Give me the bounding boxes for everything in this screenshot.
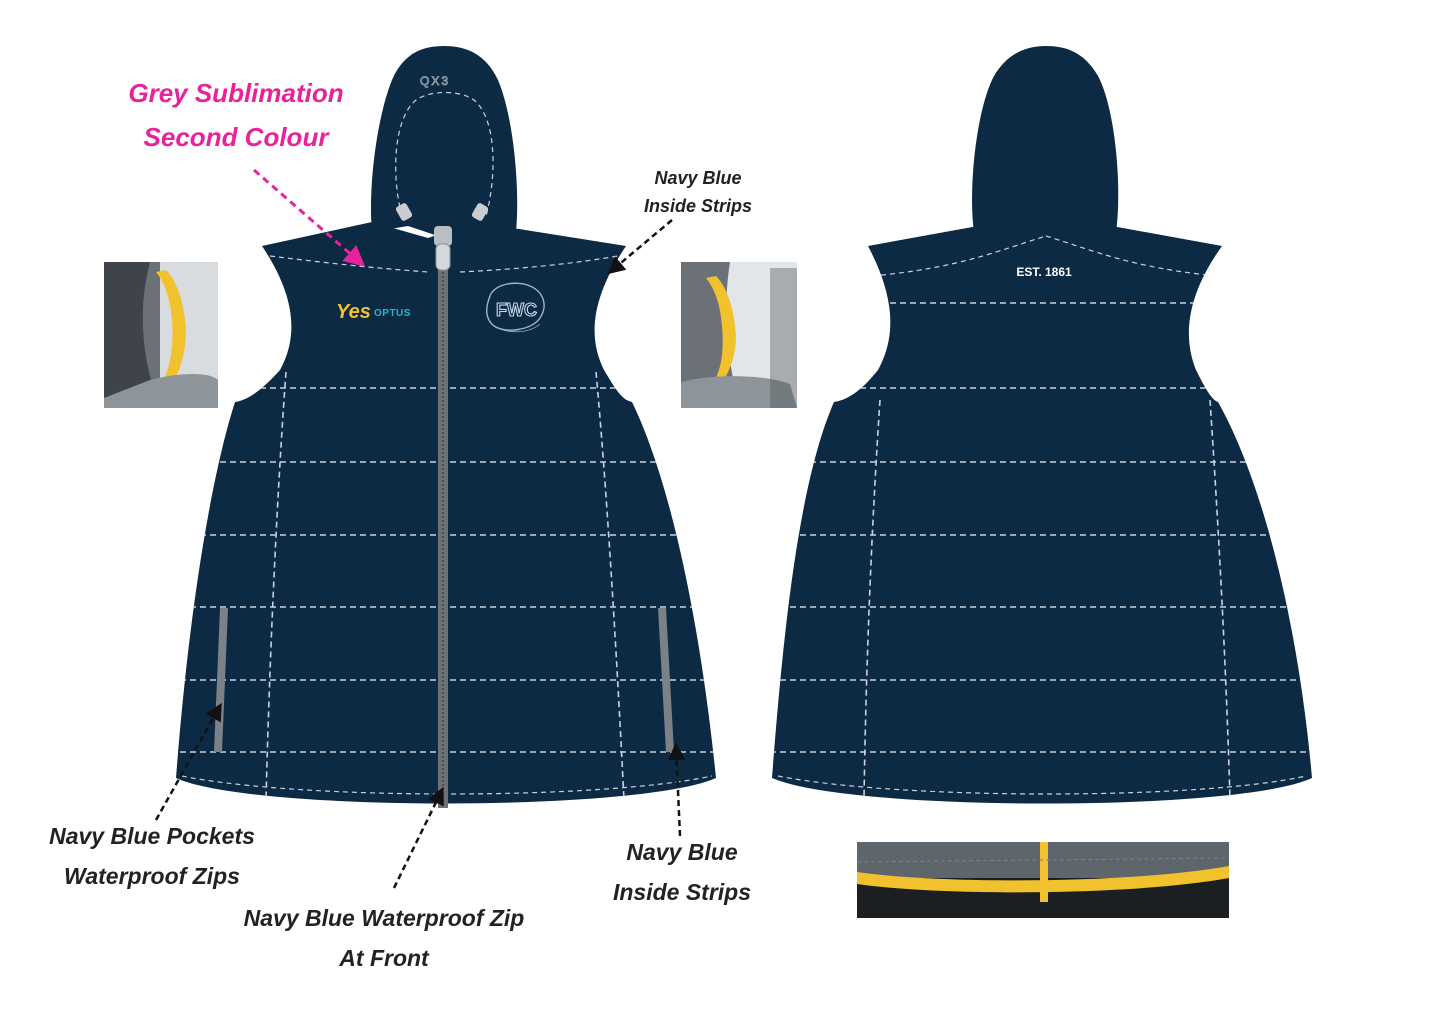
pockets-arrow — [154, 702, 222, 821]
hood-toggles — [395, 203, 489, 221]
annotation-inside-strips-top: Navy Blue Inside Strips — [607, 168, 752, 275]
sponsor-optus-logo: OPTUS — [374, 308, 411, 319]
inside-strips-top-line1: Navy Blue — [654, 168, 741, 188]
back-vest: EST. 1861 — [772, 46, 1312, 804]
annotation-grey-sublimation: Grey Sublimation Second Colour — [128, 78, 366, 267]
inside-strips-bottom-line2: Inside Strips — [613, 879, 751, 905]
front-zip-label-line2: At Front — [338, 945, 430, 971]
pockets-label-line2: Waterproof Zips — [64, 863, 240, 889]
hood-face-opening — [395, 91, 494, 217]
annotation-front-zip: Navy Blue Waterproof Zip At Front — [244, 786, 525, 971]
back-hood — [972, 46, 1119, 240]
front-zip-arrow — [392, 786, 444, 889]
front-zip-label-line1: Navy Blue Waterproof Zip — [244, 905, 525, 931]
hood-brand-label: QX3 — [420, 74, 450, 88]
annotation-inside-strips-bottom: Navy Blue Inside Strips — [613, 742, 751, 905]
right-pocket-zip — [658, 608, 674, 752]
front-vest: QX3 — [176, 46, 716, 808]
back-body — [772, 222, 1312, 804]
front-hood — [370, 46, 518, 238]
club-crest-text: FWC — [496, 300, 537, 320]
club-crest-logo: FWC — [486, 282, 545, 333]
inside-strips-top-line2: Inside Strips — [644, 196, 752, 216]
pockets-label-line1: Navy Blue Pockets — [49, 823, 255, 849]
inside-strips-bottom-arrow — [667, 742, 686, 837]
inside-lining-photo-left — [104, 262, 218, 408]
inside-strips-bottom-line1: Navy Blue — [626, 839, 737, 865]
est-year-text: EST. 1861 — [1016, 265, 1072, 279]
front-zip — [434, 226, 452, 808]
zip-pull-icon — [434, 226, 452, 271]
inside-lining-photo-right — [681, 262, 797, 408]
sponsor-yes-logo: Yes — [336, 301, 371, 323]
grey-sublimation-label-line1: Grey Sublimation — [128, 78, 343, 108]
inside-strips-top-arrow — [607, 219, 673, 275]
hem-lining-photo — [856, 842, 1230, 918]
annotation-pockets: Navy Blue Pockets Waterproof Zips — [49, 702, 255, 889]
grey-sublimation-label-line2: Second Colour — [144, 122, 331, 152]
